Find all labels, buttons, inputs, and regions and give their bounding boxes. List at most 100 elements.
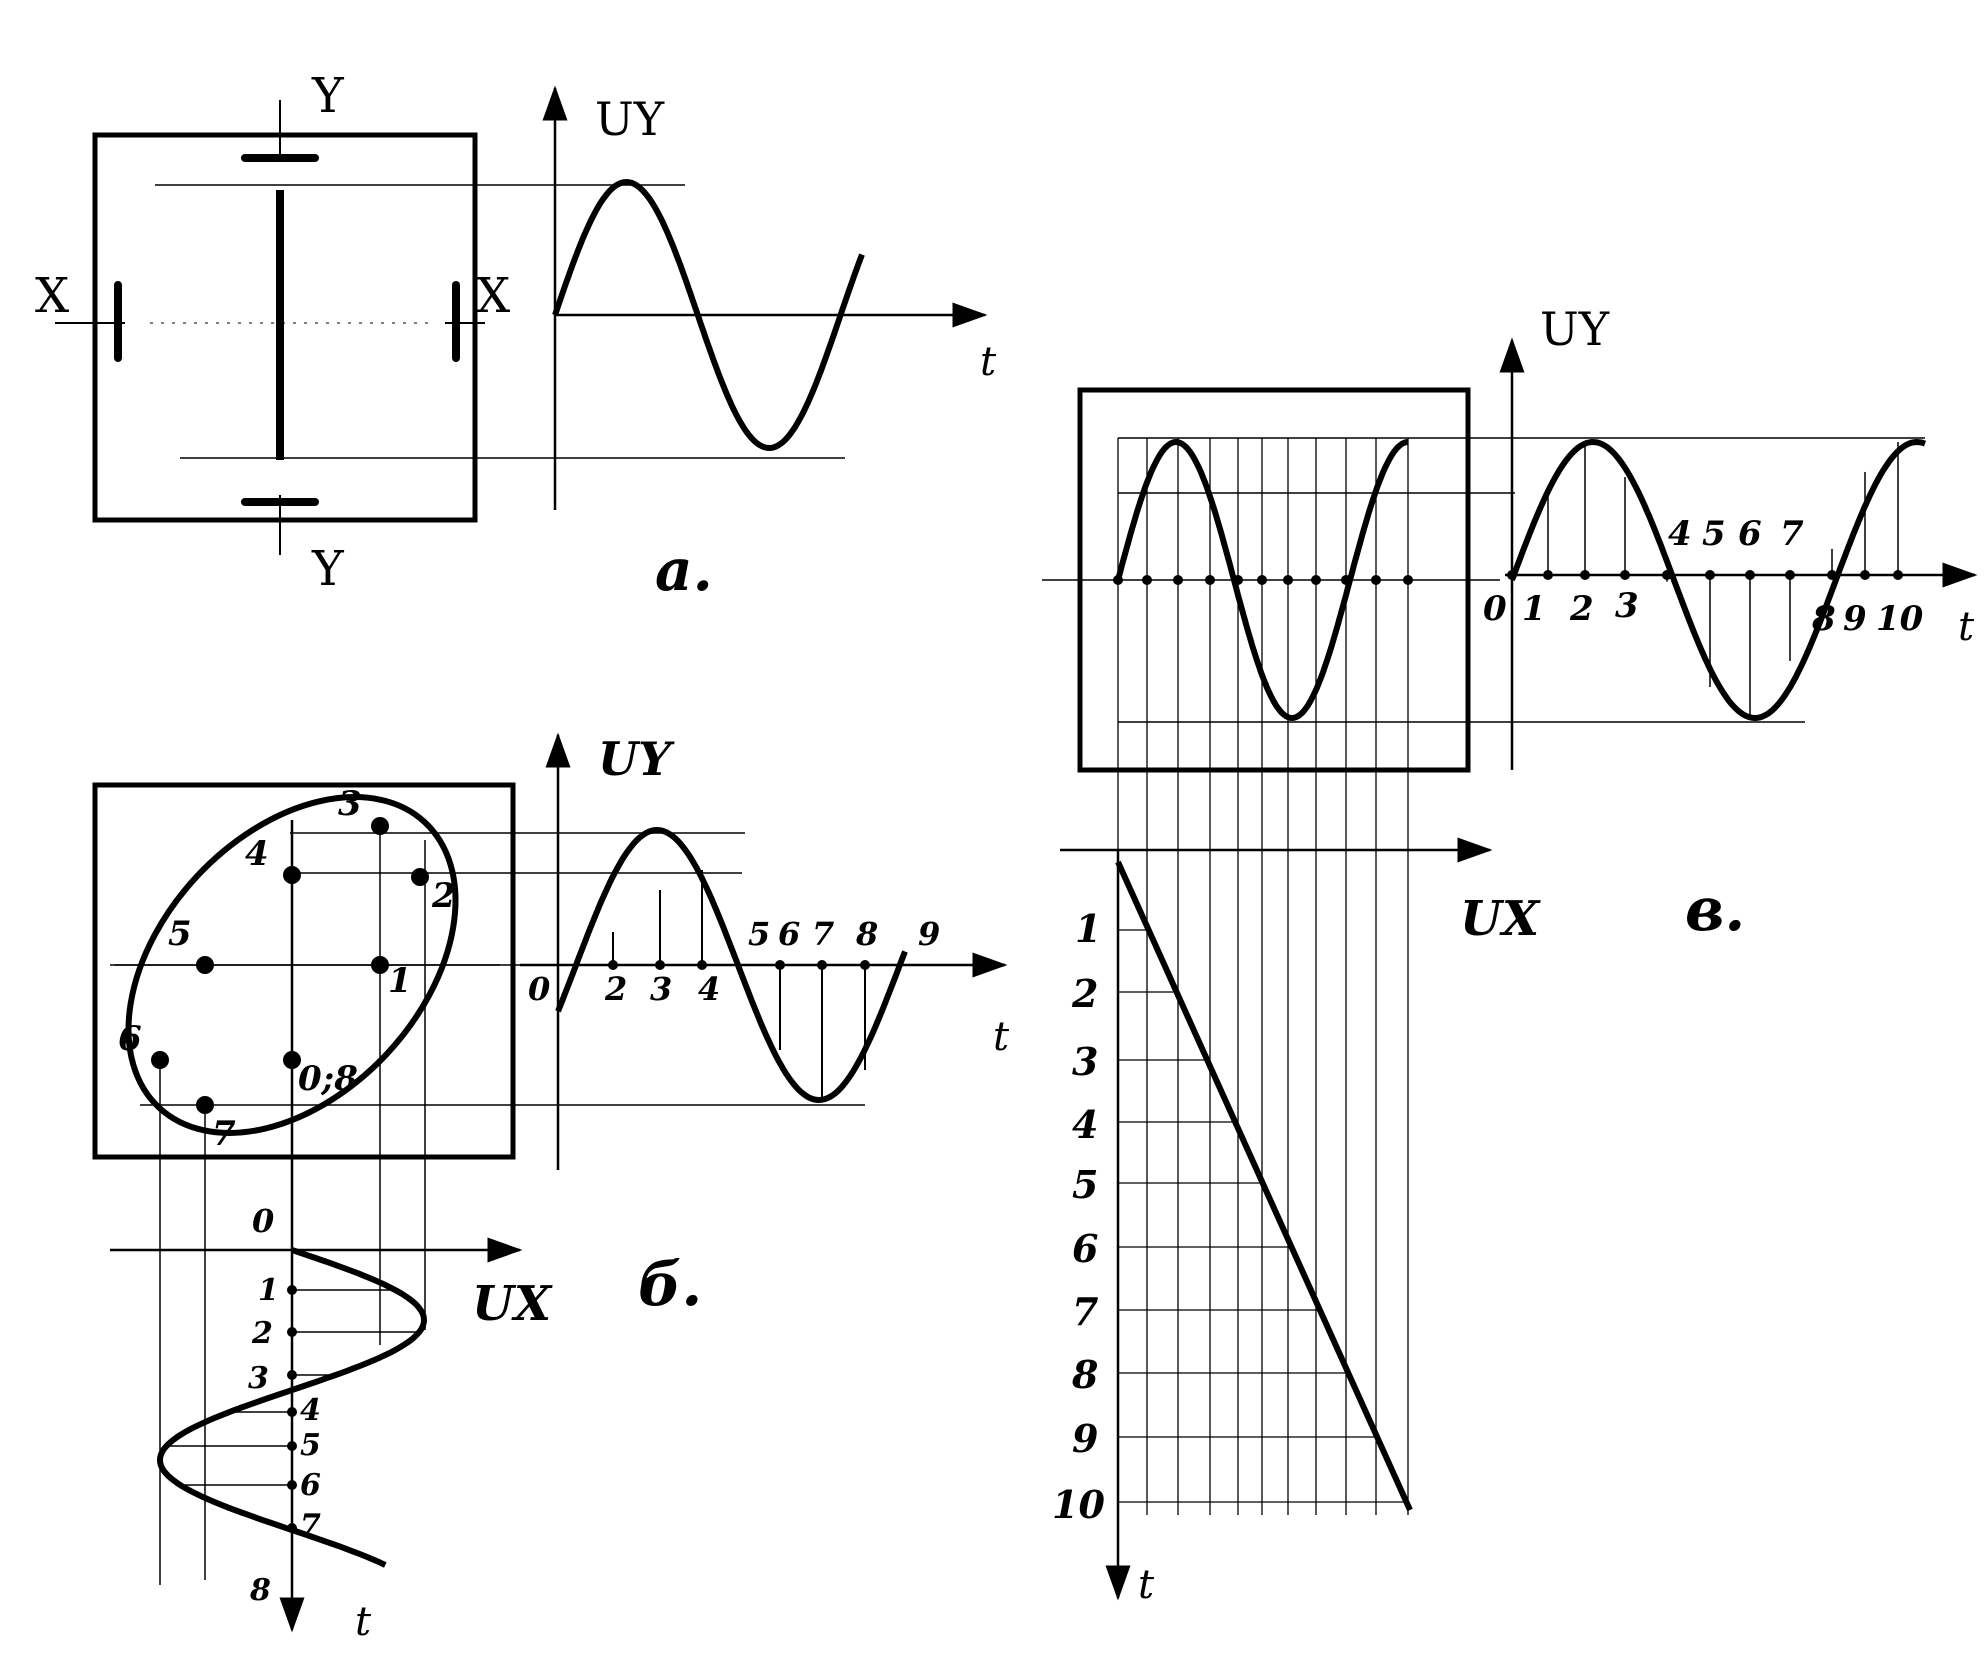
ramp-line [1115,860,1413,1512]
ramp-tick-1: 1 [1075,906,1101,951]
panel-a: Y Y X X UY t а. [35,68,997,604]
t-label-a: t [980,339,997,385]
stem-b-low-dot-1 [817,960,827,970]
ux-rung-dot-0 [287,1285,297,1295]
stem-b-low-dot-2 [860,960,870,970]
v-projection-lines [1113,438,1413,1515]
ux-rung-dot-5 [287,1480,297,1490]
ellipse-label-4: 4 [245,834,269,874]
uy-tick-3: 3 [650,970,672,1008]
uy-tick-0: 0 [528,970,550,1008]
v-stem-dot-4 [1662,570,1672,580]
ux-tick-5: 5 [300,1428,321,1463]
ux-label-b: UX [472,1276,553,1332]
ux-tick-0: 0 [252,1202,274,1240]
ramp-tick-4: 4 [1072,1102,1098,1147]
ellipse-label-0-8: 0;8 [298,1059,358,1099]
stem-b-dot-1 [655,960,665,970]
ux-tick-6: 6 [300,1468,321,1503]
ux-tick-3: 3 [248,1361,269,1396]
stem-b-dot-2 [697,960,707,970]
v-tick-9: 9 [1843,599,1867,639]
t-label-b: t [993,1014,1010,1060]
ellipse-label-5: 5 [168,914,192,954]
v-proj-dot-1 [1142,575,1152,585]
ellipse-point-markers [151,817,429,1114]
uy-tick-9: 9 [918,915,940,953]
v-ramp-rungs [1118,929,1407,1503]
ux-rung-dot-1 [287,1327,297,1337]
caption-v: в. [1685,875,1745,945]
uy-tick-7: 7 [812,915,834,953]
v-tick-0: 0 [1483,589,1507,629]
v-stem-dot-0 [1507,570,1517,580]
ellipse-label-3: 3 [338,784,362,824]
ux-tick-8: 8 [249,1573,271,1608]
ux-rung-dot-2 [287,1370,297,1380]
screen-a [92,132,478,523]
v-stem-dot-1 [1543,570,1553,580]
panel-b: 3 4 2 5 1 6 0;8 7 0 2 3 4 5 6 7 8 9 UY t… [92,732,1010,1645]
v-tick-3: 3 [1615,586,1639,626]
v-proj-dot-3 [1205,575,1215,585]
ramp-tick-7: 7 [1072,1289,1098,1334]
ux-label-v: UX [1460,891,1541,947]
v-tick-2: 2 [1569,589,1594,629]
sine-wave-a [552,178,865,452]
v-stem-dot-5 [1705,570,1715,580]
v-tick-5: 5 [1702,514,1726,554]
uy-tick-5: 5 [748,915,770,953]
ramp-tick-2: 2 [1071,971,1098,1016]
sine-wave-b [555,826,908,1104]
v-stem-dot-6 [1745,570,1755,580]
sine-wave-v [1509,438,1927,722]
v-stem-dot-9 [1860,570,1870,580]
screen-trace-v [1115,438,1409,722]
uy-tick-2: 2 [604,970,627,1008]
ramp-tick-8: 8 [1071,1352,1098,1397]
screen-b [92,782,516,1160]
ux-tick-1: 1 [258,1273,279,1308]
v-tick-8: 8 [1811,599,1836,639]
uy-tick-8: 8 [855,915,878,953]
uy-label-a: UY [595,92,665,146]
ramp-tick-9: 9 [1072,1416,1098,1461]
v-stem-dot-7 [1785,570,1795,580]
ux-rung-dot-6 [287,1523,297,1533]
plate-label-x-left: X [35,268,69,324]
ramp-tick-5: 5 [1072,1162,1098,1207]
t-label-b-bottom: t [355,1599,372,1645]
stem-b-dot-0 [608,960,618,970]
uy-tick-4: 4 [698,970,720,1008]
uy-tick-6: 6 [778,915,800,953]
sine-b-sample-stems [608,870,870,1100]
lissajous-ellipse [125,794,459,1136]
v-proj-dot-5 [1257,575,1267,585]
ux-tick-2: 2 [251,1316,273,1351]
v-proj-dot-6 [1283,575,1293,585]
v-stem-dot-2 [1580,570,1590,580]
v-tick-10: 10 [1876,599,1924,639]
uy-label-b: UY [598,732,675,786]
ellipse-label-7: 7 [212,1114,236,1154]
ux-rung-dot-3 [287,1407,297,1417]
caption-b: б. [638,1250,702,1320]
v-stem-dot-10 [1893,570,1903,580]
v-proj-dot-2 [1173,575,1183,585]
sine-wave-ux-b [156,1247,428,1568]
ux-b-sample-lines [166,1285,420,1533]
ramp-tick-3: 3 [1072,1039,1098,1084]
uy-label-v: UY [1540,302,1610,356]
t-label-v-bottom: t [1138,1562,1155,1608]
ux-tick-7: 7 [300,1508,321,1543]
ramp-tick-6: 6 [1072,1226,1098,1271]
ux-rung-dot-4 [287,1441,297,1451]
v-tick-6: 6 [1738,514,1762,554]
v-tick-7: 7 [1780,514,1804,554]
plate-label-x-right: X [476,268,510,324]
ramp-tick-10: 10 [1052,1482,1105,1527]
ux-tick-4: 4 [300,1393,321,1428]
plate-label-y-bottom: Y [311,541,345,597]
v-stem-dot-8 [1827,570,1837,580]
